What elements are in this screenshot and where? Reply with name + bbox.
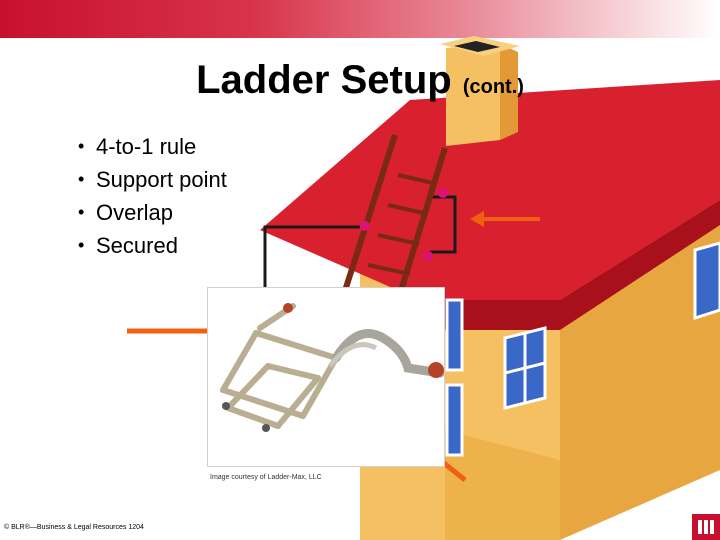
support-bracket — [263, 225, 360, 287]
bullet-text: Overlap — [96, 200, 174, 225]
slide-title: Ladder Setup (cont.) — [0, 58, 720, 103]
stabilizer-icon — [220, 303, 445, 432]
house-roof — [260, 80, 720, 300]
bullet-text: Support point — [96, 167, 227, 192]
ladder — [339, 134, 448, 311]
header-band — [0, 0, 720, 38]
image-credit: Image courtesy of Ladder-Max, LLC — [210, 474, 322, 481]
bullet-item: • Overlap — [78, 196, 227, 229]
bullet-list: • 4-to-1 rule • Support point • Overlap • Se… — [78, 130, 227, 262]
bullet-icon: • — [78, 136, 85, 156]
window-front — [445, 298, 464, 372]
bullet-icon: • — [78, 169, 85, 189]
footer-copyright: © BLR®—Business & Legal Resources 1204 — [4, 524, 144, 531]
window-side — [503, 241, 720, 410]
overlap-marker-bottom — [423, 251, 433, 261]
overlap-marker-top — [438, 188, 448, 198]
title-suffix: (cont.) — [462, 76, 524, 98]
support-point-marker — [360, 221, 370, 231]
title-main: Ladder Setup — [196, 58, 452, 102]
bullet-item: • Secured — [78, 229, 227, 262]
corner-logo-icon — [692, 514, 720, 540]
bullet-item: • Support point — [78, 163, 227, 196]
chimney — [446, 44, 500, 146]
bullet-icon: • — [78, 202, 85, 222]
bullet-text: 4-to-1 rule — [96, 134, 197, 159]
bullet-icon: • — [78, 235, 85, 255]
bullet-text: Secured — [96, 233, 178, 258]
bullet-item: • 4-to-1 rule — [78, 130, 227, 163]
ladder-stabilizer-photo — [207, 287, 445, 467]
